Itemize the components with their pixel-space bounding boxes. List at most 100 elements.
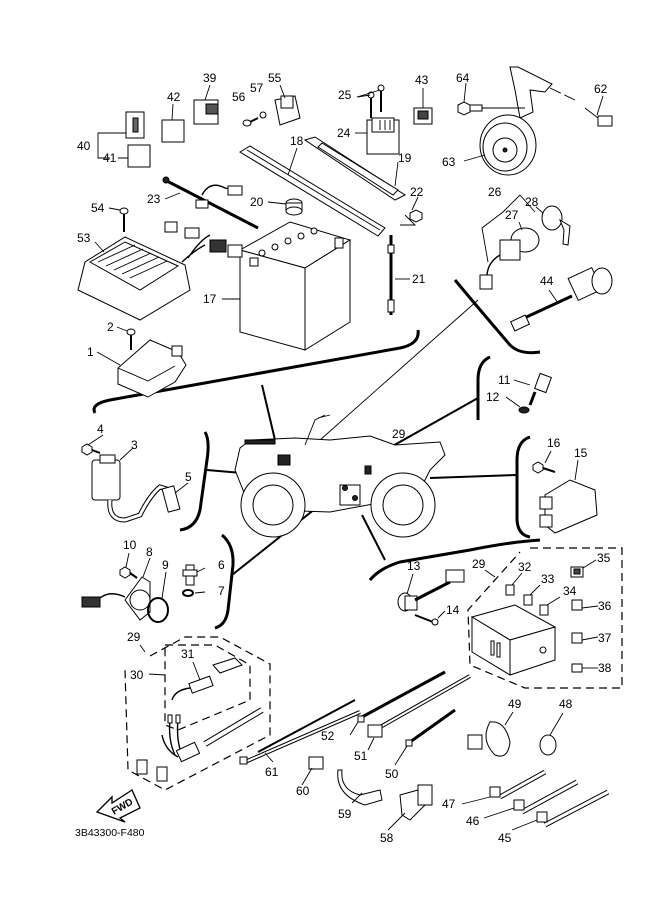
battery-lead-23[interactable] — [162, 176, 259, 230]
fuse-32[interactable] — [505, 584, 515, 596]
o-ring-9[interactable] — [147, 597, 169, 623]
leader-5 — [174, 482, 189, 494]
harness-group-outline — [124, 636, 271, 791]
label-9: 9 — [162, 558, 169, 572]
cover-19[interactable] — [303, 136, 407, 201]
lead-62[interactable] — [549, 87, 613, 127]
relay-35[interactable] — [570, 566, 584, 578]
label-32: 32 — [518, 560, 532, 574]
leader-1 — [96, 351, 121, 366]
relay-41[interactable] — [127, 144, 151, 168]
clamp-60[interactable] — [308, 756, 324, 770]
main-switch-27[interactable] — [479, 227, 540, 290]
bracket-26 — [481, 194, 536, 263]
relay-39[interactable] — [193, 99, 219, 125]
label-61: 61 — [265, 765, 279, 779]
label-52: 52 — [321, 729, 335, 743]
band-52[interactable] — [357, 670, 446, 723]
switch-6[interactable] — [182, 564, 198, 586]
ignition-coil-3[interactable] — [91, 454, 121, 501]
left-sensor-region — [214, 533, 235, 630]
bolt-4[interactable] — [81, 443, 101, 456]
fuse-34[interactable] — [539, 604, 549, 616]
starter-relay-24[interactable] — [366, 117, 400, 155]
leader-7 — [194, 591, 206, 594]
screw-56[interactable] — [242, 117, 259, 127]
control-unit-1[interactable] — [117, 339, 187, 398]
control-unit-53[interactable] — [77, 221, 243, 321]
label-57: 57 — [250, 81, 264, 95]
band-45[interactable] — [536, 789, 610, 828]
label-37: 37 — [598, 631, 612, 645]
socket-44[interactable] — [509, 266, 613, 332]
gasket-12[interactable] — [518, 406, 530, 414]
regulator-15[interactable] — [539, 479, 598, 534]
relay-55[interactable] — [274, 95, 301, 126]
leader-62 — [596, 95, 604, 116]
diode-38[interactable] — [571, 663, 583, 673]
band-47[interactable] — [489, 769, 547, 800]
label-16: 16 — [547, 436, 561, 450]
fuse-holder-31[interactable] — [171, 657, 243, 701]
damper-20[interactable] — [285, 198, 303, 216]
label-6: 6 — [218, 558, 225, 572]
fuse-33[interactable] — [523, 594, 533, 606]
relay-43[interactable] — [413, 107, 433, 125]
label-27: 27 — [505, 208, 519, 222]
bolt-10[interactable] — [119, 566, 138, 579]
label-53: 53 — [77, 231, 91, 245]
bolt-64[interactable] — [457, 101, 525, 116]
leader-20 — [267, 201, 287, 205]
band-50[interactable] — [405, 708, 456, 747]
relay-42[interactable] — [161, 119, 185, 143]
label-29-fusebox: 29 — [472, 557, 486, 571]
label-40: 40 — [77, 139, 91, 153]
forward-direction-arrow: FWD — [95, 789, 141, 823]
nut-22[interactable] — [409, 209, 423, 223]
relay-40-upper[interactable] — [125, 111, 145, 139]
left-coil-region — [179, 431, 210, 532]
horn-63[interactable] — [479, 114, 537, 176]
bolt-16[interactable] — [532, 461, 556, 474]
screw-54[interactable] — [119, 207, 129, 232]
band-18[interactable] — [239, 145, 386, 237]
band-51[interactable] — [367, 674, 471, 738]
sensor-8[interactable] — [81, 576, 151, 621]
bolt-14[interactable] — [414, 614, 439, 626]
label-38: 38 — [598, 661, 612, 675]
label-19: 19 — [398, 151, 412, 165]
label-22: 22 — [410, 185, 424, 199]
holder-59[interactable] — [337, 769, 383, 806]
band-46[interactable] — [513, 779, 579, 815]
diode-36[interactable] — [571, 599, 583, 611]
wire-harness-29[interactable] — [136, 707, 264, 782]
label-13: 13 — [407, 559, 421, 573]
sensor-13[interactable] — [397, 569, 465, 612]
clamp-49[interactable] — [467, 721, 511, 757]
leader-48 — [549, 712, 564, 736]
label-63: 63 — [442, 155, 456, 169]
clamp-48[interactable] — [539, 734, 557, 756]
label-5: 5 — [185, 470, 192, 484]
bolt-21[interactable] — [387, 235, 395, 315]
screw-2[interactable] — [126, 328, 136, 350]
band-61[interactable] — [239, 710, 361, 765]
key-28[interactable] — [541, 205, 571, 246]
label-10: 10 — [123, 538, 137, 552]
label-43: 43 — [415, 73, 429, 87]
leader-54 — [108, 207, 121, 211]
fuse-box[interactable] — [470, 604, 557, 676]
leader-6 — [196, 567, 206, 573]
leader-19 — [394, 161, 399, 187]
label-56: 56 — [232, 90, 246, 104]
leader-45 — [511, 819, 538, 831]
switch-11[interactable] — [528, 372, 553, 406]
diode-37[interactable] — [571, 632, 583, 644]
washer-57[interactable] — [259, 111, 267, 119]
holder-58[interactable] — [399, 784, 433, 821]
leader-9 — [161, 571, 167, 599]
bolts-25[interactable] — [367, 84, 385, 118]
leader-25 — [356, 89, 381, 98]
battery-17[interactable] — [238, 221, 352, 351]
gasket-7[interactable] — [182, 589, 194, 597]
